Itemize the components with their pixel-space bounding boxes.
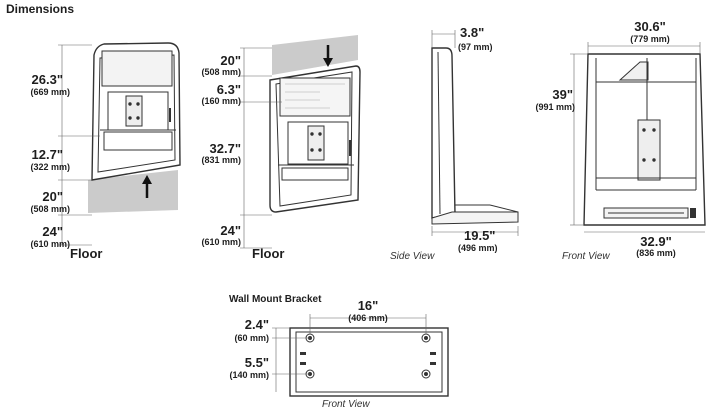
bracket-dim-in-1: 16" xyxy=(357,298,379,313)
side-view-caption: Side View xyxy=(390,251,435,262)
front-dim-in-2: 39" xyxy=(552,87,573,102)
front-view-caption: Front View xyxy=(562,251,610,262)
unit2-dim-mm-4: (610 mm) xyxy=(201,237,241,247)
bracket-caption: Front View xyxy=(322,399,370,410)
unit2-dim-in-3: 32.7" xyxy=(209,141,241,156)
unit-2-drawing xyxy=(240,35,361,249)
unit1-dim-in-4: 24" xyxy=(42,224,63,239)
unit1-floor-label: Floor xyxy=(70,246,103,261)
bracket-dim-in-3: 5.5" xyxy=(244,355,269,370)
unit1-dim-mm-1: (669 mm) xyxy=(30,87,70,97)
bracket-dim-mm-1: (406 mm) xyxy=(348,313,388,323)
bracket-drawing xyxy=(272,314,449,397)
unit1-dim-mm-3: (508 mm) xyxy=(30,204,70,214)
side-dim-mm-1: (97 mm) xyxy=(458,42,493,52)
page-title: Dimensions xyxy=(6,2,75,16)
unit-1-drawing xyxy=(58,42,181,246)
unit2-dim-in-2: 6.3" xyxy=(216,82,241,97)
front-dim-mm-2: (991 mm) xyxy=(535,102,575,112)
unit1-dim-mm-2: (322 mm) xyxy=(30,162,70,172)
bracket-dim-mm-3: (140 mm) xyxy=(229,370,269,380)
front-dim-mm-3: (836 mm) xyxy=(636,248,676,258)
side-dim-in-2: 19.5" xyxy=(464,228,496,243)
front-dim-in-3: 32.9" xyxy=(640,234,672,249)
bracket-dim-in-2: 2.4" xyxy=(244,317,269,332)
unit2-dim-mm-3: (831 mm) xyxy=(201,155,241,165)
unit1-dim-in-1: 26.3" xyxy=(31,72,63,87)
front-dim-mm-1: (779 mm) xyxy=(630,34,670,44)
side-view-drawing xyxy=(431,30,519,236)
unit1-dim-in-2: 12.7" xyxy=(31,147,63,162)
unit2-dim-mm-1: (508 mm) xyxy=(201,67,241,77)
front-view-drawing xyxy=(570,42,706,233)
side-dim-in-1: 3.8" xyxy=(460,25,485,40)
side-dim-mm-2: (496 mm) xyxy=(458,243,498,253)
bracket-dim-mm-2: (60 mm) xyxy=(234,333,269,343)
unit1-dim-mm-4: (610 mm) xyxy=(30,239,70,249)
front-dim-in-1: 30.6" xyxy=(634,19,666,34)
unit1-dim-in-3: 20" xyxy=(42,189,63,204)
bracket-title: Wall Mount Bracket xyxy=(229,294,322,305)
unit2-dim-in-4: 24" xyxy=(220,223,241,238)
unit2-dim-mm-2: (160 mm) xyxy=(201,96,241,106)
unit2-floor-label: Floor xyxy=(252,246,285,261)
unit2-dim-in-1: 20" xyxy=(220,53,241,68)
